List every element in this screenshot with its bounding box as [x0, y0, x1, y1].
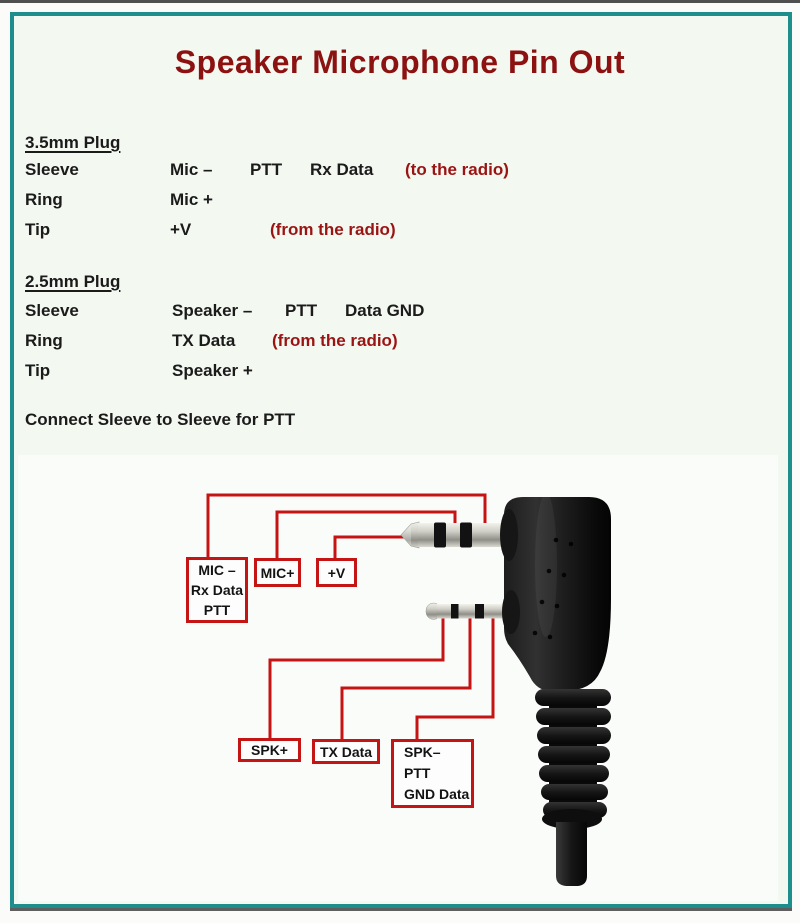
wires: [206, 493, 495, 740]
strain-relief: [535, 689, 611, 829]
mic-neg-line1: MIC –: [198, 562, 236, 578]
wire-spk-pos: [268, 616, 445, 739]
label-box-v-plus: +V: [316, 558, 357, 587]
ring-label-25: Ring: [25, 331, 63, 350]
sleeve-rxdata: Rx Data: [310, 160, 374, 179]
sleeve-value: Mic –: [170, 160, 213, 179]
scan-edge-artifact: [0, 0, 800, 3]
connector-body: [500, 493, 611, 691]
spk-neg-line1: SPK–: [404, 744, 441, 760]
label-box-mic-neg: MIC – Rx Data PTT: [186, 557, 248, 623]
sleeve-direction-note: (to the radio): [405, 160, 509, 179]
tip-label: Tip: [25, 220, 51, 239]
sleeve-ptt-25: PTT: [285, 301, 318, 320]
v-plus-line1: +V: [327, 564, 346, 581]
ring-direction-note-25: (from the radio): [272, 331, 398, 350]
tip-value: +V: [170, 220, 192, 239]
mic-neg-line3: PTT: [203, 602, 231, 618]
footnote: Connect Sleeve to Sleeve for PTT: [25, 410, 296, 429]
wire-mic-neg: [206, 493, 487, 558]
plug-collar-2-5mm: [502, 590, 520, 634]
plug-collar-3-5mm: [500, 509, 518, 561]
body-mold-dots: [532, 537, 574, 640]
label-box-mic-pos: MIC+: [254, 558, 301, 587]
heading-3-5mm: 3.5mm Plug: [25, 133, 121, 152]
sleeve-label-25: Sleeve: [25, 301, 79, 320]
wire-tx-data: [340, 616, 472, 740]
label-box-spk-neg: SPK– PTT GND Data: [391, 739, 474, 808]
photo-background: [18, 455, 778, 901]
wire-v-plus: [333, 535, 409, 558]
label-box-tx-data: TX Data: [312, 739, 380, 764]
spk-neg-line3: GND Data: [404, 786, 470, 802]
ring-label: Ring: [25, 190, 63, 209]
sleeve-label: Sleeve: [25, 160, 79, 179]
plug-2-5mm: [425, 602, 507, 620]
mic-neg-line2: Rx Data: [190, 582, 244, 598]
tip-label-25: Tip: [25, 361, 51, 380]
page-title: Speaker Microphone Pin Out: [174, 44, 626, 80]
plug-3-5mm: [400, 521, 506, 549]
cable: [556, 822, 587, 886]
tip-direction-note: (from the radio): [270, 220, 396, 239]
heading-2-5mm: 2.5mm Plug: [25, 272, 121, 291]
tx-data-line1: TX Data: [319, 743, 373, 760]
tip-value-25: Speaker +: [172, 361, 253, 380]
label-box-spk-pos: SPK+: [238, 738, 301, 762]
sleeve-datagnd-25: Data GND: [345, 301, 425, 320]
spk-pos-line1: SPK+: [251, 742, 288, 758]
ring-value-25: TX Data: [172, 331, 236, 350]
wire-mic-pos: [275, 510, 457, 558]
sleeve-value-25: Speaker –: [172, 301, 253, 320]
ring-value: Mic +: [170, 190, 213, 209]
mic-pos-line1: MIC+: [260, 564, 295, 581]
sleeve-ptt: PTT: [250, 160, 283, 179]
spk-neg-line2: PTT: [404, 765, 431, 781]
wire-spk-neg: [415, 616, 495, 740]
